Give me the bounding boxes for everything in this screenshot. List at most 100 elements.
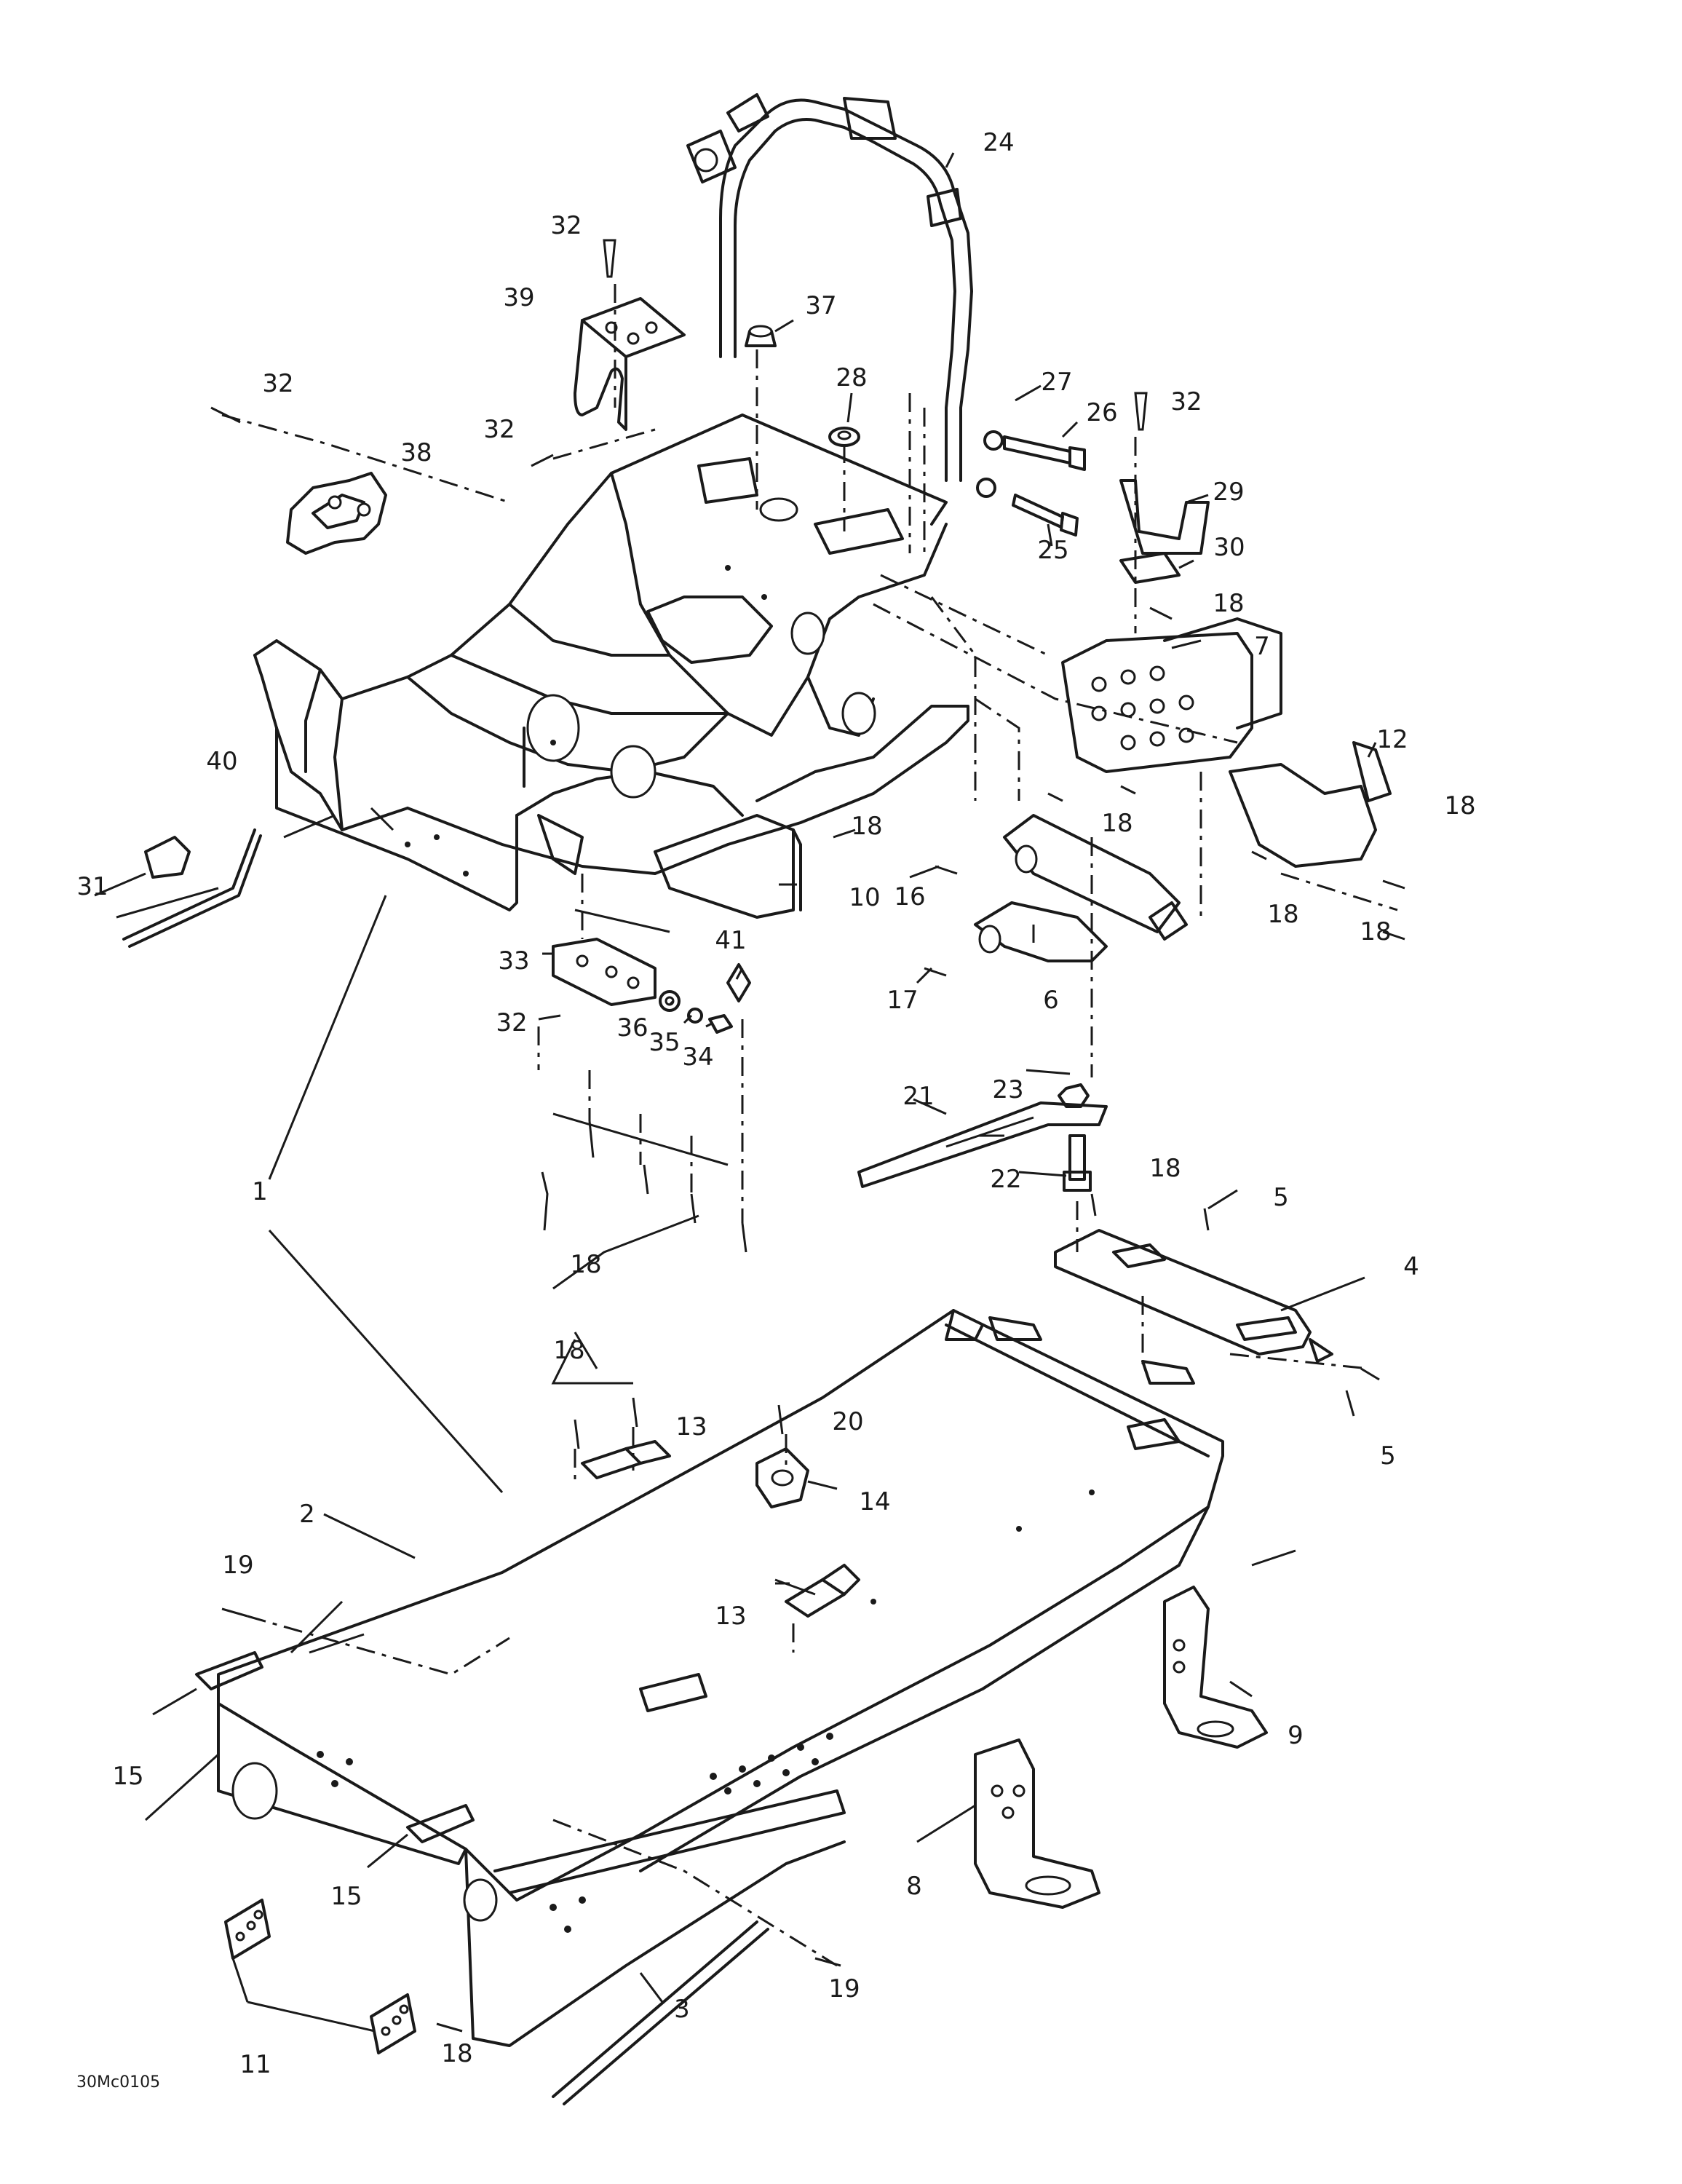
main-front-frame (253, 414, 969, 911)
callout-41: 41 (715, 926, 747, 955)
callout-17: 17 (886, 986, 919, 1015)
part-27-washer (983, 430, 1004, 451)
callout-33: 33 (498, 946, 530, 976)
callout-23: 23 (992, 1075, 1024, 1104)
part-26-bolt (1003, 435, 1086, 471)
part-24-steering-column (686, 93, 973, 482)
callout-34: 34 (682, 1042, 714, 1072)
callout-leaders (94, 152, 1377, 2033)
callout-18: 18 (1360, 917, 1392, 946)
callout-35: 35 (648, 1028, 681, 1057)
part-38-bracket (286, 472, 387, 555)
callout-31: 31 (76, 872, 108, 901)
part-33-bracket (552, 938, 656, 1006)
callout-19: 19 (222, 1551, 254, 1580)
callout-18: 18 (441, 2039, 473, 2068)
callout-28: 28 (836, 363, 868, 392)
callout-22: 22 (990, 1165, 1022, 1194)
callout-8: 8 (906, 1872, 922, 1901)
part-3-rod (552, 1920, 769, 2105)
callout-36: 36 (616, 1013, 648, 1042)
part-41-fastener (726, 963, 751, 1002)
part-11-plate-upper (224, 1899, 271, 1960)
callout-9: 9 (1288, 1721, 1304, 1750)
callout-13: 13 (675, 1412, 707, 1441)
callout-24: 24 (983, 128, 1015, 157)
callout-20: 20 (832, 1407, 864, 1436)
callout-19: 19 (828, 1974, 860, 2003)
assembly-lines (221, 284, 1398, 1967)
part-9-bracket (1163, 1586, 1268, 1749)
callout-6: 6 (1043, 986, 1059, 1015)
part-4-plate (1054, 1229, 1333, 1363)
part-12-bracket (1229, 741, 1392, 868)
part-7-heat-exchanger (1061, 617, 1282, 773)
callout-29: 29 (1213, 478, 1245, 507)
part-36-washer (659, 990, 681, 1012)
rivet-fasteners (210, 239, 1405, 2033)
callout-13: 13 (715, 1602, 747, 1631)
callout-32: 32 (483, 415, 515, 444)
callout-18: 18 (851, 812, 883, 841)
part-30-plate (1119, 552, 1181, 584)
callout-18: 18 (1213, 589, 1245, 618)
callout-14: 14 (859, 1487, 891, 1516)
part-29-bracket (1119, 479, 1210, 555)
callout-12: 12 (1376, 725, 1408, 754)
callout-25: 25 (1037, 536, 1069, 565)
callout-4: 4 (1403, 1252, 1419, 1281)
part-31-rod (122, 828, 262, 948)
callout-32: 32 (1170, 387, 1202, 416)
callout-18: 18 (570, 1250, 602, 1279)
callout-18: 18 (1267, 900, 1299, 929)
callout-15: 15 (112, 1762, 144, 1791)
part-27b-washer (976, 478, 996, 498)
part-34-nut (708, 1014, 733, 1034)
part-28-grommet (828, 427, 860, 447)
callout-3: 3 (674, 1995, 690, 2024)
callout-10: 10 (849, 883, 881, 912)
part-25-bolt (1012, 494, 1079, 537)
part-21-arm (857, 1101, 1108, 1188)
diagram-code: 30Mc0105 (76, 2073, 161, 2092)
part-23-nut (1058, 1083, 1090, 1108)
callout-39: 39 (503, 283, 535, 312)
part-13-mount-upper (581, 1440, 671, 1479)
callout-18: 18 (1149, 1154, 1181, 1183)
callout-38: 38 (400, 438, 432, 467)
part-11-plate-lower (370, 1993, 416, 2054)
part-15-clip-right (406, 1804, 475, 1843)
part-10-plate (654, 814, 802, 919)
part-14-mount (755, 1447, 809, 1508)
callout-26: 26 (1086, 398, 1118, 427)
callout-15: 15 (330, 1882, 362, 1911)
callout-32: 32 (550, 211, 582, 240)
callout-27: 27 (1041, 368, 1073, 397)
callout-2: 2 (299, 1500, 315, 1529)
callout-18: 18 (1101, 809, 1133, 838)
part-35-washer (687, 1008, 703, 1024)
part-39-bracket (574, 297, 686, 431)
callout-16: 16 (894, 882, 926, 911)
callout-18: 18 (1444, 791, 1476, 820)
part-40-clip (144, 836, 191, 879)
callout-5: 5 (1380, 1441, 1396, 1471)
callout-5: 5 (1273, 1183, 1289, 1212)
part-2-tunnel (217, 1309, 1224, 2047)
callout-30: 30 (1213, 533, 1245, 562)
callout-7: 7 (1254, 632, 1270, 661)
part-6-steering-arm (974, 814, 1188, 962)
part-8-bracket (974, 1738, 1100, 1909)
callout-11: 11 (239, 2050, 271, 2079)
callout-40: 40 (206, 747, 238, 776)
part-37-grommet (745, 325, 777, 347)
callout-1: 1 (252, 1177, 268, 1206)
part-22-bolt (1063, 1134, 1092, 1192)
callout-18: 18 (553, 1336, 585, 1365)
part-13-mount-lower (785, 1564, 860, 1618)
callout-32: 32 (496, 1008, 528, 1037)
part-15-clip-left (195, 1651, 263, 1690)
callout-21: 21 (903, 1082, 935, 1111)
callout-32: 32 (262, 369, 294, 398)
